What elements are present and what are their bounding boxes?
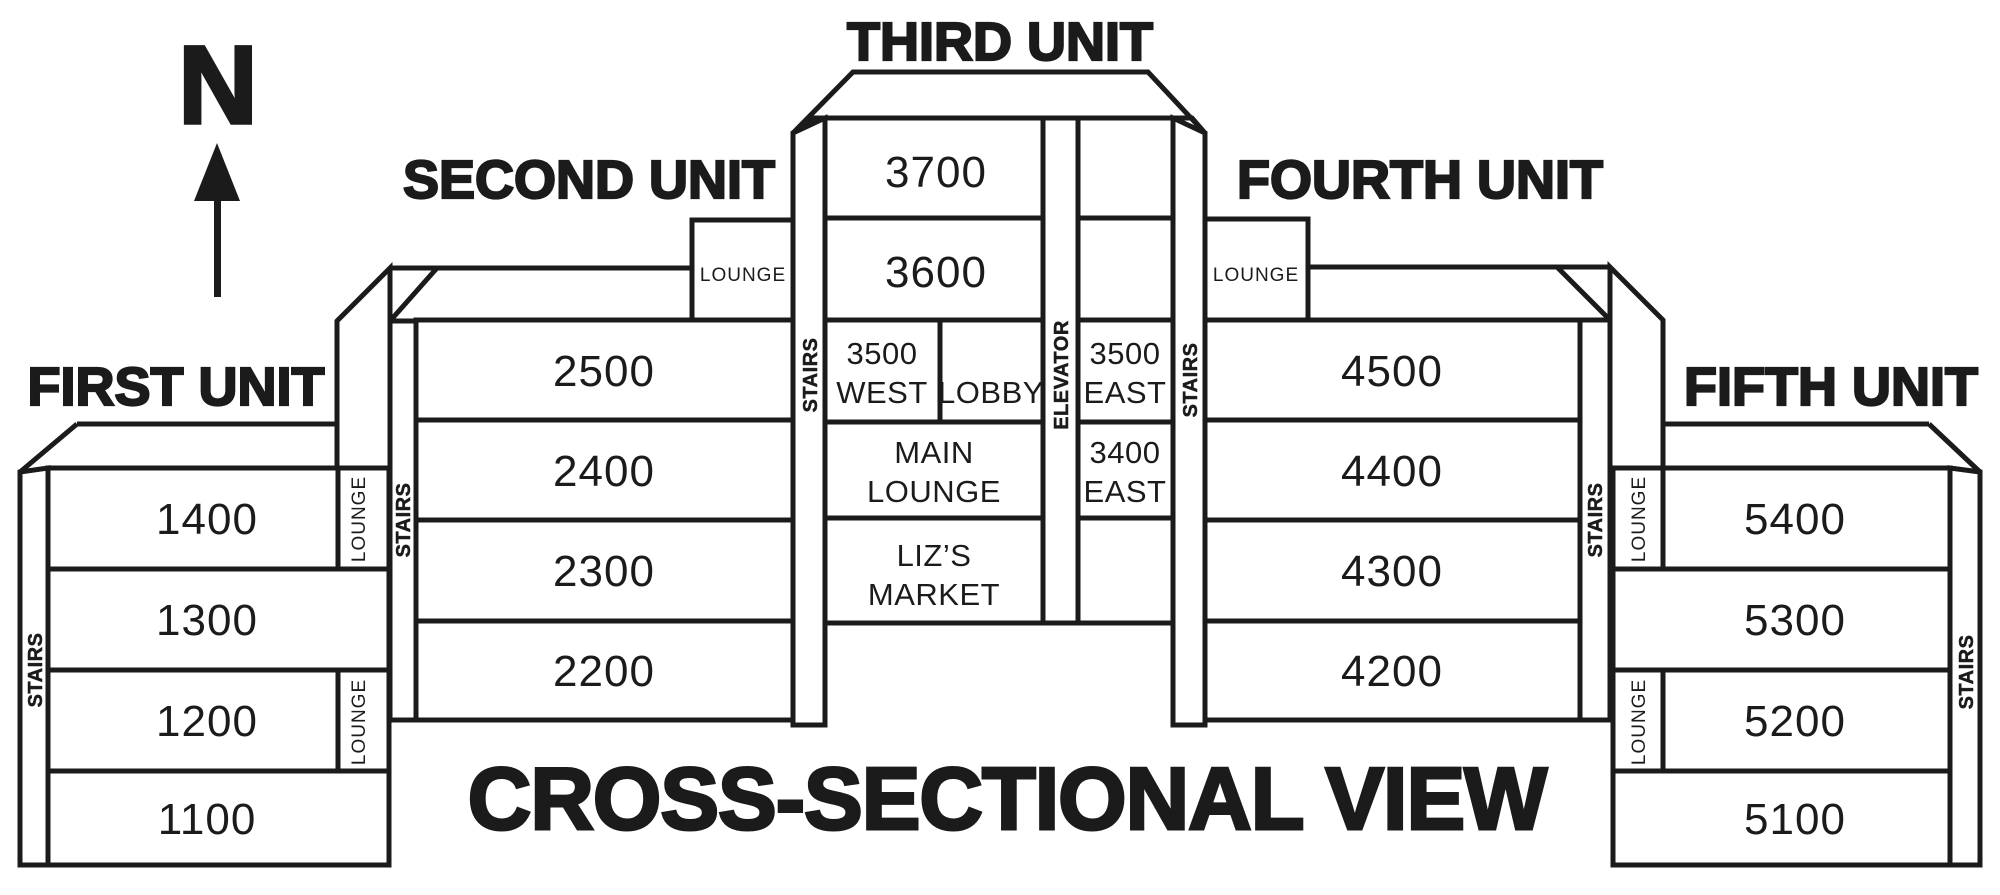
floor-label-2500: 2500 [553, 347, 655, 396]
room-label-lizs-market-line1: LIZ’S [897, 538, 972, 573]
floor-box-1300 [45, 566, 392, 673]
third-unit-stairs-column-right [1170, 114, 1208, 728]
first-unit-lounge-label-lower: LOUNGE [349, 679, 370, 765]
fifth-unit-roof-bevel [1927, 422, 1982, 474]
floor-label-1300: 1300 [156, 596, 258, 645]
floor-label-5400: 5400 [1744, 495, 1846, 544]
fourth-unit-lounge-box [1202, 216, 1311, 323]
fifth-unit-stairs-label: STAIRS [1956, 635, 1978, 710]
room-label-3500-east-line2: EAST [1084, 375, 1167, 410]
first-unit-lounge-label-upper: LOUNGE [349, 476, 370, 562]
east-box-level-3700 [1075, 115, 1176, 221]
floor-box-2500 [413, 317, 796, 423]
first-unit-stairs-label: STAIRS [25, 633, 47, 708]
floor-label-1100: 1100 [158, 795, 257, 844]
third-unit-elevator-shaft [1040, 115, 1081, 626]
second-unit-side-face [334, 261, 393, 471]
unit-label-third: THIRD UNIT [847, 12, 1153, 72]
floor-label-3600: 3600 [885, 248, 987, 297]
floor-box-4200 [1202, 618, 1583, 723]
room-label-main-lounge-line2: LOUNGE [867, 474, 1001, 509]
room-label-3400-east-line2: EAST [1084, 474, 1167, 509]
unit-fifth: 5400 5300 5200 5100 LOUNGE LOUNGE STAIRS… [1610, 356, 1983, 868]
fourth-unit-side-face [1607, 260, 1666, 471]
floor-box-3700 [822, 115, 1046, 221]
unit-fourth: 4500 4400 4300 4200 LOUNGE STAIRS FOURTH… [1202, 149, 1666, 723]
room-label-3500-west-line1: 3500 [847, 336, 918, 371]
room-label-lizs-market-line2: MARKET [868, 577, 1000, 612]
floor-label-2400: 2400 [553, 447, 655, 496]
second-unit-lounge-label: LOUNGE [700, 265, 786, 286]
fourth-unit-stairs-label: STAIRS [1585, 483, 1607, 558]
room-label-3500-east-line1: 3500 [1090, 336, 1161, 371]
page-title: CROSS-SECTIONAL VIEW [468, 749, 1547, 848]
compass-north-letter: N [178, 24, 257, 147]
floor-label-4400: 4400 [1341, 447, 1443, 496]
fourth-unit-roof-bevel [1555, 265, 1612, 322]
fourth-unit-lounge-label: LOUNGE [1213, 265, 1299, 286]
unit-label-fourth: FOURTH UNIT [1237, 150, 1603, 210]
floor-box-1100 [45, 768, 392, 868]
east-box-level-3600 [1075, 215, 1176, 323]
fourth-unit-stairs-column [1577, 317, 1613, 723]
floor-label-4500: 4500 [1341, 347, 1443, 396]
floor-label-4200: 4200 [1341, 647, 1443, 696]
fifth-unit-lounge-label-lower: LOUNGE [1629, 679, 1650, 765]
first-unit-roof-bevel [18, 422, 79, 474]
room-label-lobby: LOBBY [938, 375, 1044, 410]
unit-second: 2500 2400 2300 2200 LOUNGE STAIRS SECOND… [334, 149, 796, 723]
floor-label-1200: 1200 [156, 697, 258, 746]
room-box-3400-east [1075, 419, 1176, 521]
floor-label-2200: 2200 [553, 647, 655, 696]
floor-box-5100 [1610, 768, 1953, 868]
floor-label-5200: 5200 [1744, 697, 1846, 746]
floor-label-1400: 1400 [156, 495, 258, 544]
floor-box-1400 [45, 465, 392, 572]
room-label-3400-east-line1: 3400 [1090, 435, 1161, 470]
unit-label-second: SECOND UNIT [403, 150, 775, 210]
fifth-unit-lounge-label-upper: LOUNGE [1629, 476, 1650, 562]
room-label-3500-west-line2: WEST [836, 375, 928, 410]
east-box-level-ground [1075, 515, 1176, 626]
second-unit-roof-bevel [388, 266, 439, 323]
floor-box-5400 [1610, 465, 1953, 572]
floor-label-4300: 4300 [1341, 547, 1443, 596]
third-unit-stairs-label-left: STAIRS [800, 338, 822, 413]
floor-label-5300: 5300 [1744, 596, 1846, 645]
floor-box-5300 [1610, 566, 1953, 673]
compass: N [177, 22, 259, 297]
unit-third: 3700 3600 3500 WEST LOBBY 3500 EAST MAIN… [790, 11, 1208, 728]
unit-first: 1400 1300 1200 1100 LOUNGE LOUNGE STAIRS… [17, 356, 392, 868]
second-unit-stairs-label: STAIRS [393, 483, 415, 558]
floor-label-2300: 2300 [553, 547, 655, 596]
floor-label-3700: 3700 [885, 148, 987, 197]
elevator-label: ELEVATOR [1051, 320, 1073, 430]
unit-label-first: FIRST UNIT [28, 357, 325, 417]
floor-box-3600 [822, 215, 1046, 323]
room-label-main-lounge-line1: MAIN [894, 435, 974, 470]
room-box-lizs-market [822, 515, 1046, 626]
floor-label-5100: 5100 [1744, 795, 1846, 844]
room-box-3500-west [822, 317, 943, 425]
north-arrow-icon [194, 143, 240, 201]
unit-label-fifth: FIFTH UNIT [1684, 357, 1978, 417]
third-unit-stairs-column-left [790, 114, 828, 728]
third-unit-stairs-label-right: STAIRS [1180, 343, 1202, 418]
floor-box-1200 [45, 667, 392, 774]
north-arrow-shaft [214, 197, 221, 297]
